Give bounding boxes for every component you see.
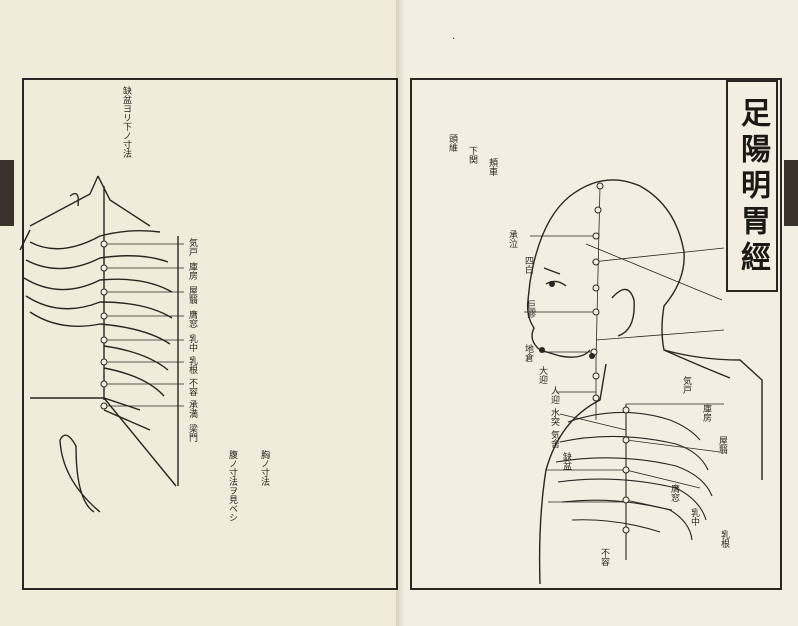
right-acupoint-label: 缺盆 <box>560 452 571 470</box>
left-acupoint-label: 腹ノ寸法ヲ見ベシ <box>226 450 237 522</box>
right-acupoint-label: 頭維 <box>446 134 457 152</box>
right-black-points <box>539 281 595 359</box>
left-acupoint-label: 承満 <box>186 400 197 418</box>
left-acupoint-label: 乳中 <box>186 334 197 352</box>
left-acupoint-label: 胸ノ寸法 <box>258 450 269 486</box>
right-acupoint-label: 屋翳 <box>716 436 727 454</box>
right-acupoint-label: 気舍 <box>548 430 559 448</box>
right-acupoint-label: 巨髎 <box>524 300 535 318</box>
right-acupoint-label: 気戸 <box>680 376 691 394</box>
right-meridian-lines <box>524 186 724 510</box>
right-acupoint-label: 下関 <box>466 146 477 164</box>
left-acupoint-label: 缺盆ヨリ下ノ寸法 <box>120 86 131 158</box>
left-acupoint-label: 気戸 <box>186 238 197 256</box>
right-acupoints <box>591 183 629 533</box>
left-acupoint-label: 庫房 <box>186 262 197 280</box>
right-acupoint-label: 乳根 <box>718 530 729 548</box>
left-acupoint-label: 不容 <box>186 378 197 396</box>
right-acupoint-label: 四白 <box>522 256 533 274</box>
right-acupoint-label: 承泣 <box>506 230 517 248</box>
right-acupoint-label: 不容 <box>598 548 609 566</box>
page-title: 足陽明胃經 <box>728 82 776 292</box>
left-acupoint-label: 屋翳 <box>186 286 197 304</box>
left-acupoint-label: 膺窓 <box>186 310 197 328</box>
right-acupoint-label: 膺窓 <box>668 484 679 502</box>
right-acupoint-label: 乳中 <box>688 508 699 526</box>
left-acupoint-label: 乳根 <box>186 356 197 374</box>
right-acupoint-label: 地倉 <box>522 344 533 362</box>
right-acupoint-label: 庫房 <box>700 404 711 422</box>
right-acupoint-label: 大迎 <box>536 366 547 384</box>
ink-mark: · <box>452 34 455 45</box>
right-acupoint-label: 人迎 <box>548 386 559 404</box>
left-ribcage-figure <box>20 176 178 512</box>
left-acupoint-label: 梁門 <box>186 424 197 442</box>
right-acupoint-label: 頬車 <box>486 158 497 176</box>
right-acupoint-label: 水突 <box>548 408 559 426</box>
right-ribcage <box>556 404 712 560</box>
